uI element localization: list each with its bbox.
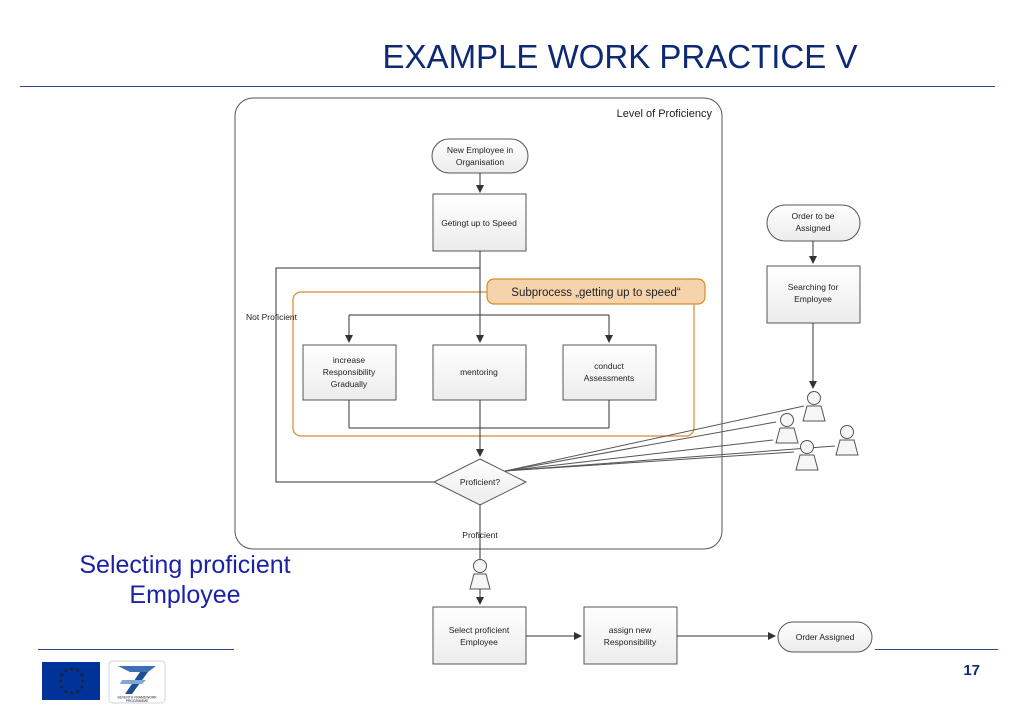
svg-text:★: ★ (63, 689, 68, 696)
subtitle-line1: Selecting proficient (79, 551, 291, 579)
slide-title: EXAMPLE WORK PRACTICE V (382, 38, 858, 75)
person-icon (469, 559, 491, 590)
increase-line2: Responsibility (323, 367, 376, 377)
conduct-line2: Assessments (584, 373, 635, 383)
bottom-divider-left (38, 649, 234, 650)
mentoring-box[interactable] (432, 344, 527, 401)
search-line1: Searching for (788, 282, 839, 292)
not-proficient-label: Not Proficient (246, 312, 298, 322)
svg-text:★: ★ (79, 672, 84, 679)
svg-text:★: ★ (58, 678, 63, 685)
conduct-line1: conduct (594, 361, 624, 371)
subtitle-line2: Employee (129, 581, 241, 609)
person-icon (835, 425, 859, 456)
svg-text:★: ★ (80, 678, 85, 685)
person-icon (795, 440, 819, 471)
fp7-line1: SEVENTH FRAMEWORK (117, 696, 157, 700)
new-employee-line1: New Employee in (447, 145, 513, 155)
searching-employee-box[interactable] (766, 265, 861, 324)
search-line2: Employee (794, 294, 832, 304)
increase-line1: increase (333, 355, 365, 365)
subprocess-label-box (486, 278, 706, 305)
svg-text:★: ★ (59, 672, 64, 679)
increase-responsibility-box[interactable] (302, 344, 397, 401)
select-line2: Employee (460, 637, 498, 647)
svg-text:★: ★ (75, 668, 80, 675)
svg-text:★: ★ (63, 668, 68, 675)
order-assigned-label: Order Assigned (796, 632, 855, 642)
decision-label: Proficient? (460, 477, 500, 487)
fp7-logo: SEVENTH FRAMEWORK PROGRAMME (108, 660, 166, 704)
assign-line1: assign new (609, 625, 652, 635)
order-line2: Assigned (796, 223, 831, 233)
increase-line3: Gradually (331, 379, 368, 389)
subprocess-label: Subprocess „getting up to speed“ (511, 287, 681, 299)
svg-text:★: ★ (69, 666, 74, 673)
select-proficient-box[interactable] (432, 606, 527, 665)
svg-text:★: ★ (69, 690, 74, 697)
slide-subtitle: Selecting proficient Employee (35, 550, 335, 610)
conduct-assessments-box[interactable] (562, 344, 657, 401)
fp7-line2: PROGRAMME (126, 699, 149, 703)
mentoring-label: mentoring (460, 367, 498, 377)
new-employee-line2: Organisation (456, 157, 504, 167)
bottom-divider-right (875, 649, 998, 650)
svg-text:★: ★ (79, 684, 84, 691)
svg-text:★: ★ (75, 689, 80, 696)
svg-text:★: ★ (59, 684, 64, 691)
container-label: Level of Proficiency (617, 108, 713, 120)
order-line1: Order to be (792, 211, 835, 221)
order-assigned-node[interactable] (777, 621, 873, 653)
proficient-label: Proficient (462, 530, 498, 540)
assign-line2: Responsibility (604, 637, 657, 647)
person-icon (802, 391, 826, 422)
assign-responsibility-box[interactable] (583, 606, 678, 665)
page-number: 17 (963, 662, 980, 679)
person-icon (775, 413, 799, 444)
speed-box-label: Getingt up to Speed (441, 218, 517, 228)
select-line1: Select proficient (449, 625, 510, 635)
top-divider (20, 86, 995, 87)
eu-flag-logo: ★ ★ ★ ★ ★ ★ ★ ★ ★ ★ ★ ★ (42, 662, 100, 700)
